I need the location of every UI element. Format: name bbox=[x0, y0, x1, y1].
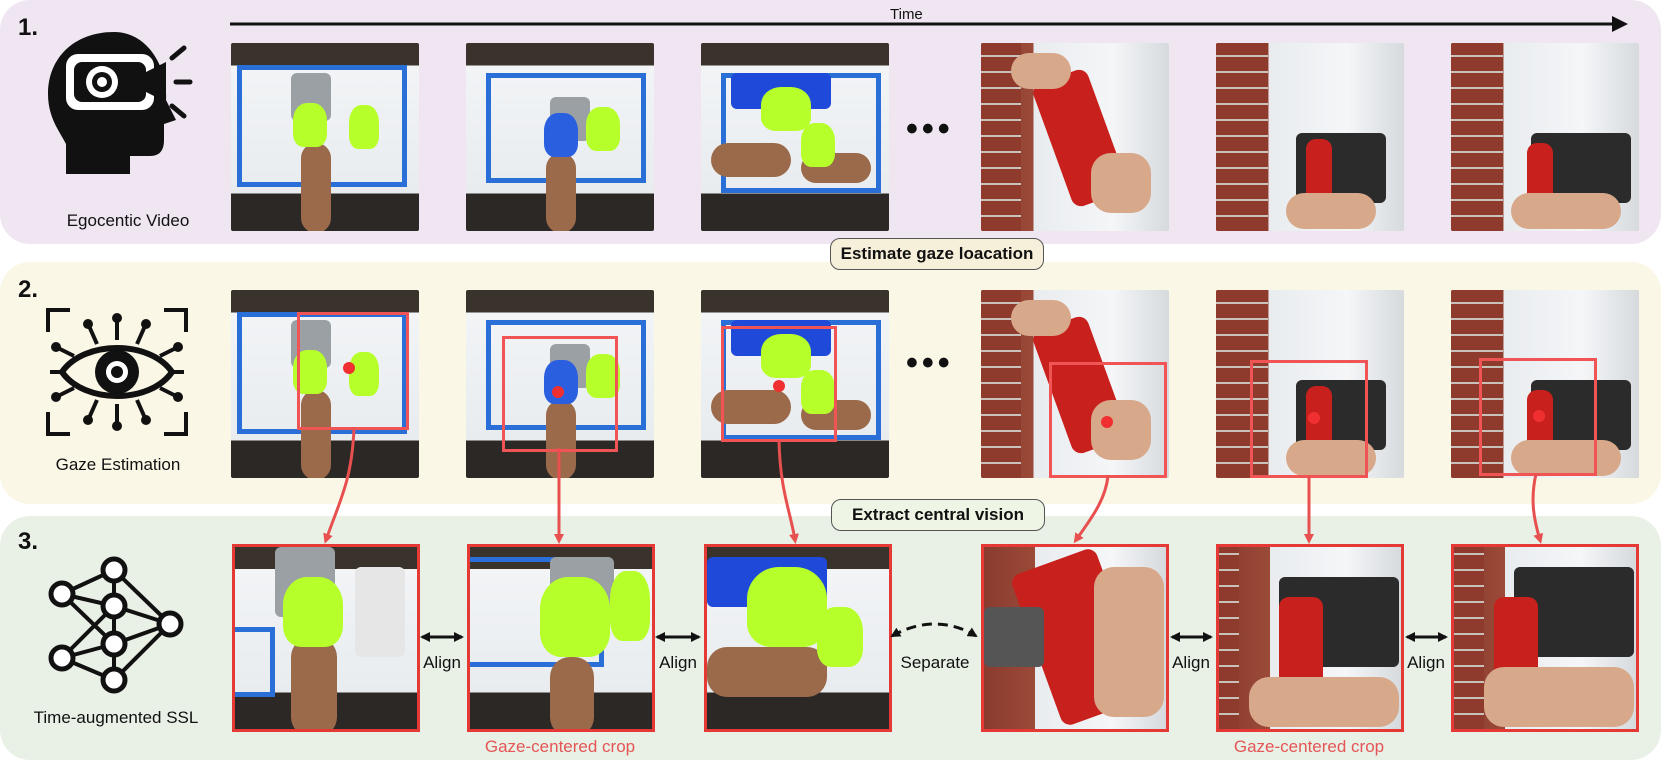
estimate-gaze-pill: Estimate gaze loacation bbox=[830, 238, 1044, 270]
step-1-label: Egocentic Video bbox=[66, 211, 190, 230]
crop-caption: Gaze-centered crop bbox=[484, 737, 636, 756]
gaze-centered-crop bbox=[981, 544, 1169, 732]
step-3-label: Time-augmented SSL bbox=[33, 708, 199, 727]
align-label: Align bbox=[1172, 653, 1210, 672]
ellipsis-icon: ••• bbox=[906, 344, 954, 382]
gaze-frame bbox=[466, 290, 654, 478]
video-frame bbox=[231, 43, 419, 231]
head-camera-icon bbox=[48, 32, 193, 174]
video-frame bbox=[1451, 43, 1639, 231]
gaze-centered-crop bbox=[704, 544, 892, 732]
gaze-frame bbox=[231, 290, 419, 478]
gaze-centered-crop bbox=[1451, 544, 1639, 732]
gaze-centered-crop bbox=[467, 544, 655, 732]
gaze-frame bbox=[701, 290, 889, 478]
step-3-number: 3. bbox=[18, 528, 39, 555]
align-label: Align bbox=[1407, 653, 1445, 672]
video-frame bbox=[466, 43, 654, 231]
video-frame bbox=[981, 43, 1169, 231]
video-frame bbox=[1216, 43, 1404, 231]
video-frame bbox=[701, 43, 889, 231]
align-label: Align bbox=[423, 653, 461, 672]
neural-network-icon bbox=[48, 556, 184, 694]
gaze-frame bbox=[1451, 290, 1639, 478]
gaze-centered-crop bbox=[1216, 544, 1404, 732]
step-2-label: Gaze Estimation bbox=[55, 455, 181, 474]
ellipsis-icon: ••• bbox=[906, 110, 954, 148]
time-label: Time bbox=[890, 6, 923, 23]
step-1-number: 1. bbox=[18, 14, 39, 41]
gaze-frame bbox=[981, 290, 1169, 478]
crop-caption: Gaze-centered crop bbox=[1233, 737, 1385, 756]
gaze-centered-crop bbox=[232, 544, 420, 732]
step-2-number: 2. bbox=[18, 276, 39, 303]
align-label: Align bbox=[659, 653, 697, 672]
separate-label: Separate bbox=[900, 653, 970, 672]
eye-circuit-icon bbox=[46, 308, 188, 436]
gaze-frame bbox=[1216, 290, 1404, 478]
extract-central-vision-pill: Extract central vision bbox=[831, 499, 1045, 531]
